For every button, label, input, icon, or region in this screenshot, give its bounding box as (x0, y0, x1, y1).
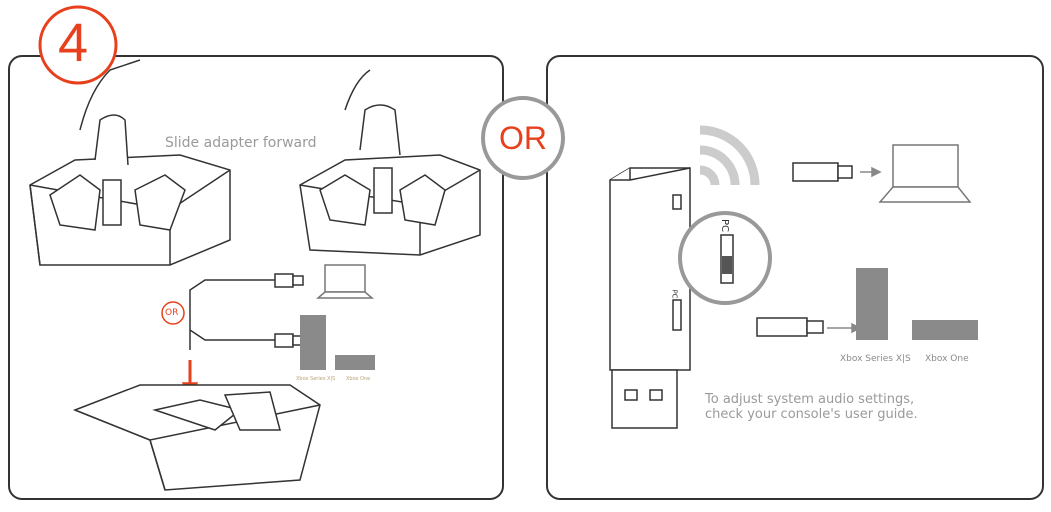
console-label-series-large: Xbox Series X|S (840, 354, 911, 364)
instruction-text: Slide adapter forward (165, 135, 317, 151)
laptop-icon-large (878, 144, 972, 203)
xbox-one-icon (335, 355, 375, 370)
audio-note-line1: To adjust system audio settings, (705, 392, 915, 407)
step-badge (38, 5, 118, 85)
or-divider-badge (481, 96, 565, 180)
xbox-one-icon-large (912, 320, 978, 340)
base-station-right (299, 69, 481, 256)
console-label-series: Xbox Series X|S (296, 376, 336, 382)
or-badge-small (161, 301, 185, 325)
usb-cable (189, 273, 304, 350)
laptop-icon (315, 264, 375, 299)
or-divider-label: OR (499, 120, 547, 156)
xbox-series-icon (300, 315, 326, 370)
switch-label-small: PC (670, 289, 679, 299)
or-label-small: OR (165, 308, 179, 318)
switch-label-magnified: PC (719, 218, 731, 233)
usb-dongle-large (609, 167, 691, 429)
usb-dongle-to-console (756, 317, 862, 337)
base-station-bottom (72, 384, 321, 491)
console-label-one: Xbox One (346, 376, 371, 382)
console-label-one-large: Xbox One (925, 354, 969, 364)
usb-dongle-to-pc (792, 162, 882, 182)
xbox-series-icon-large (856, 268, 888, 340)
audio-note-line2: check your console's user guide. (705, 407, 918, 422)
step-number: 4 (58, 13, 89, 73)
wireless-signal-icon (699, 125, 760, 186)
base-station-left (29, 59, 231, 266)
